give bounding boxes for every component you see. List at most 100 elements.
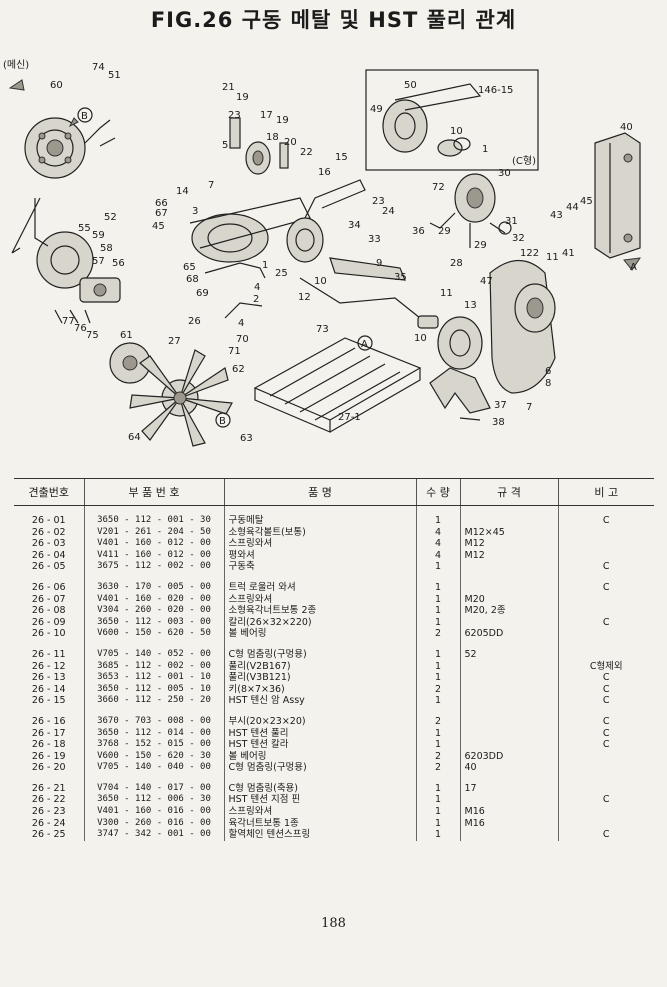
callout-label: (메신) xyxy=(3,59,29,71)
cell-no: 26 - 20 xyxy=(31,762,66,774)
callout-label: 61 xyxy=(120,330,133,341)
callout-label: 64 xyxy=(128,432,141,443)
callout-label: (C형) xyxy=(512,155,536,167)
cell-qty: 2 xyxy=(415,628,460,640)
spacer-cell xyxy=(459,505,558,515)
page-number: 188 xyxy=(321,916,346,931)
cell-no: 26 - 08 xyxy=(31,605,66,617)
callout-label: 10 xyxy=(414,333,427,344)
callout-label: 29 xyxy=(438,226,451,237)
cell-qty: 2 xyxy=(415,750,460,763)
callout-label: 19 xyxy=(236,92,249,103)
cell-spec: M20 xyxy=(459,593,558,606)
cell-note: C xyxy=(557,515,654,527)
callout-label: 10 xyxy=(450,126,463,137)
cell-code: 3660 - 112 - 250 - 20 xyxy=(83,695,224,707)
callout-label: 33 xyxy=(368,234,381,245)
spacer-cell xyxy=(415,505,460,515)
cell-name: C형 멈춤링(구멍용) xyxy=(223,648,416,661)
spacer-cell xyxy=(83,639,224,649)
callout-label: 9 xyxy=(376,258,382,269)
cell-spec: M12 xyxy=(459,538,558,550)
cell-name: HST 텐션 칼라 xyxy=(223,739,416,751)
callout-label: 56 xyxy=(112,258,125,269)
cell-no: 26 - 12 xyxy=(31,660,66,672)
callout-label: 28 xyxy=(450,258,463,269)
cell-spec xyxy=(459,561,558,573)
cell-no: 26 - 10 xyxy=(31,628,66,640)
cell-spec: 40 xyxy=(459,762,558,774)
cell-no: 26 - 17 xyxy=(31,727,66,739)
callout-label: 57 xyxy=(92,256,105,267)
callout-label: 10 xyxy=(314,276,327,287)
cell-no: 26 - 02 xyxy=(31,526,66,538)
spacer-cell xyxy=(557,773,654,783)
callout-label: 4 xyxy=(238,318,244,329)
cell-name: 구동메탈 xyxy=(223,515,416,527)
cell-name: HST 텐션 풀리 xyxy=(223,727,416,740)
cell-qty: 1 xyxy=(415,739,460,751)
spacer-cell xyxy=(415,773,460,783)
cell-note: C xyxy=(557,727,654,740)
cell-name: 할역체인 텐션스프링 xyxy=(223,829,416,841)
cell-qty: 4 xyxy=(415,526,460,539)
spacer-cell xyxy=(415,572,460,582)
callout-label: 70 xyxy=(236,334,249,345)
cell-name: 스프링와셔 xyxy=(223,593,416,606)
cell-note xyxy=(557,593,654,606)
cell-qty: 2 xyxy=(415,715,460,728)
callout-label: 23 xyxy=(228,110,241,121)
cell-no: 26 - 16 xyxy=(31,715,66,727)
group-spacer xyxy=(14,639,654,649)
callout-label: 13 xyxy=(464,300,477,311)
cell-code: 3685 - 112 - 002 - 00 xyxy=(83,660,224,673)
callout-label: 17 xyxy=(260,110,273,121)
callout-label: 8 xyxy=(545,378,551,389)
callout-label: 74 xyxy=(92,62,105,73)
spacer-cell xyxy=(14,774,84,783)
cell-name: 부시(20×23×20) xyxy=(223,715,416,728)
spacer-cell xyxy=(459,773,558,783)
cell-note xyxy=(557,750,654,763)
callout-label: 36 xyxy=(412,226,425,237)
spacer-cell xyxy=(223,572,416,582)
cell-qty: 1 xyxy=(415,515,460,527)
cell-code: 3653 - 112 - 001 - 10 xyxy=(83,672,224,684)
cell-spec xyxy=(459,683,558,696)
hst-pulley-belt-part xyxy=(417,260,556,421)
tension-pulley-part xyxy=(429,173,512,248)
callout-label: 76 xyxy=(74,323,87,334)
inset-c-type xyxy=(365,69,539,171)
callout-label: 27 xyxy=(168,336,181,347)
cell-no: 26 - 09 xyxy=(31,616,66,628)
callout-label: 77 xyxy=(62,316,75,327)
cell-name: 볼 베어링 xyxy=(223,750,416,763)
cell-code: 3670 - 703 - 008 - 00 xyxy=(83,715,224,728)
callout-label: B xyxy=(81,111,88,122)
cell-qty: 1 xyxy=(415,782,460,795)
cell-no: 26 - 06 xyxy=(31,581,66,593)
spacer-cell xyxy=(14,573,84,582)
callout-label: 20 xyxy=(284,137,297,148)
callout-label: 75 xyxy=(86,330,99,341)
callout-label: 12 xyxy=(298,292,311,303)
cell-spec xyxy=(459,581,558,594)
cell-spec xyxy=(459,727,558,740)
group-spacer xyxy=(14,773,654,783)
callout-label: A xyxy=(361,339,368,350)
callout-label: 67 xyxy=(155,208,168,219)
callout-label: 26 xyxy=(188,316,201,327)
cell-qty: 1 xyxy=(415,581,460,594)
cell-qty: 4 xyxy=(415,538,460,550)
cell-code: V304 - 260 - 020 - 00 xyxy=(83,605,224,617)
callout-label: 72 xyxy=(432,182,445,193)
cell-spec: 17 xyxy=(459,782,558,795)
